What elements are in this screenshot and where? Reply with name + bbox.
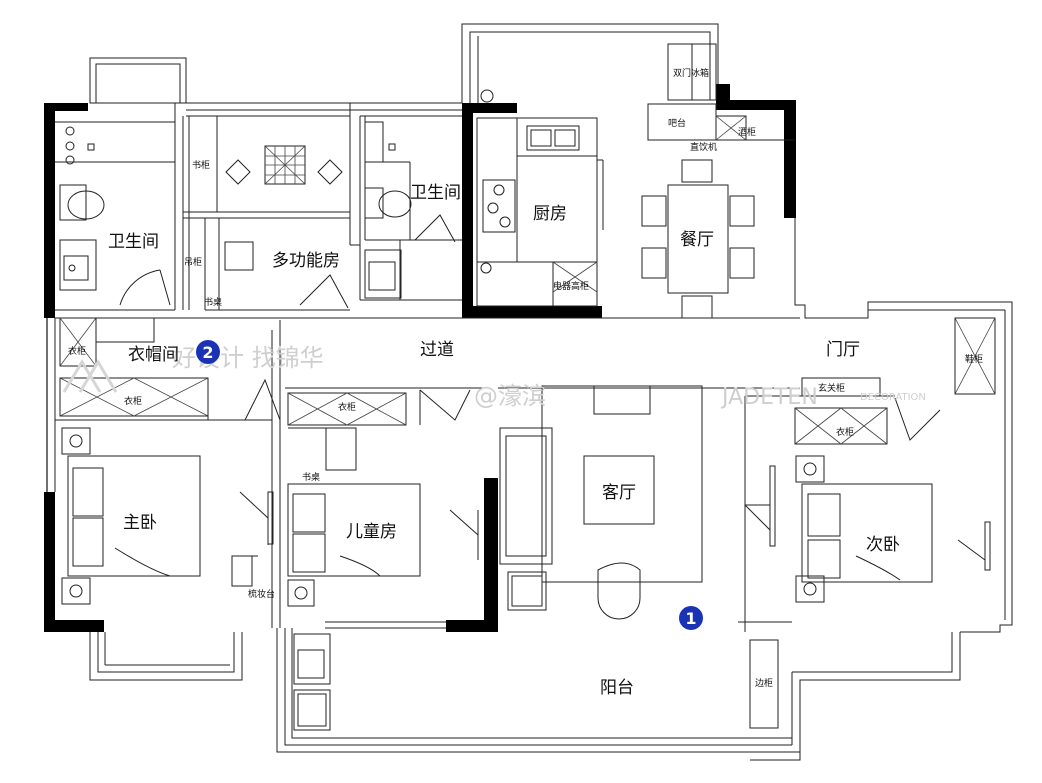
- label-desk-multi: 书桌: [204, 296, 222, 308]
- chandelier-icon: [225, 159, 343, 185]
- watermark-text-3: JADETEN: [720, 385, 818, 410]
- label-side-cabinet: 边柜: [755, 677, 773, 689]
- room-label-balcony: 阳台: [600, 678, 634, 698]
- outline-lines: [46, 23, 1013, 761]
- structural-walls: [44, 84, 796, 632]
- label-bookcase: 书柜: [192, 159, 210, 171]
- label-desk-kids: 书桌: [302, 471, 320, 483]
- furniture-labels: 双门冰箱 吧台 酒柜 直饮机 书柜 吊柜 书桌 电器高柜 衣柜 衣柜 衣柜 书桌…: [68, 67, 983, 689]
- room-label-corridor: 过道: [420, 340, 454, 360]
- label-appliance-cabinet: 电器高柜: [553, 280, 589, 292]
- marker-2: 2: [196, 340, 220, 364]
- room-label-cloakroom: 衣帽间: [128, 345, 179, 365]
- label-entry-cabinet: 玄关柜: [818, 382, 845, 394]
- label-dresser: 梳妆台: [248, 588, 275, 600]
- room-label-second: 次卧: [866, 535, 900, 555]
- label-wardrobe-cloak: 衣柜: [124, 395, 142, 407]
- watermark-text-4: DECORATION: [860, 392, 926, 403]
- label-wardrobe-second: 衣柜: [836, 426, 854, 438]
- marker-2-label: 2: [202, 343, 213, 362]
- watermark-text-2: @濠滨: [474, 382, 546, 410]
- room-labels: 卫生间 多功能房 卫生间 厨房 餐厅 衣帽间 过道 门厅 主卧 儿童房 客厅 次…: [108, 183, 900, 698]
- room-label-master: 主卧: [123, 513, 157, 533]
- label-wine-cabinet: 酒柜: [738, 126, 756, 138]
- label-hanging-cabinet: 吊柜: [184, 256, 202, 268]
- label-wardrobe-kids: 衣柜: [338, 401, 356, 413]
- room-label-kitchen: 厨房: [533, 204, 567, 224]
- room-label-dining: 餐厅: [680, 230, 714, 250]
- room-label-bath-left: 卫生间: [108, 232, 159, 252]
- room-label-multi-room: 多功能房: [272, 251, 340, 271]
- watermark-text-1: 好设计 找锦华: [172, 344, 324, 372]
- logo-icon: [62, 359, 118, 393]
- label-fridge: 双门冰箱: [673, 67, 709, 79]
- watermarks: 好设计 找锦华 @濠滨 JADETEN DECORATION: [62, 344, 926, 410]
- room-label-kids: 儿童房: [346, 522, 397, 542]
- label-wardrobe-left: 衣柜: [68, 345, 86, 357]
- label-shoe-cabinet: 鞋柜: [965, 353, 983, 365]
- room-label-foyer: 门厅: [826, 340, 860, 360]
- marker-1-label: 1: [685, 609, 696, 628]
- marker-1: 1: [679, 606, 703, 630]
- room-label-living: 客厅: [602, 483, 636, 503]
- room-label-bath-mid: 卫生间: [410, 183, 461, 203]
- label-water-dispenser: 直饮机: [690, 141, 717, 153]
- label-bar: 吧台: [668, 117, 686, 129]
- interior-lines: [55, 43, 996, 731]
